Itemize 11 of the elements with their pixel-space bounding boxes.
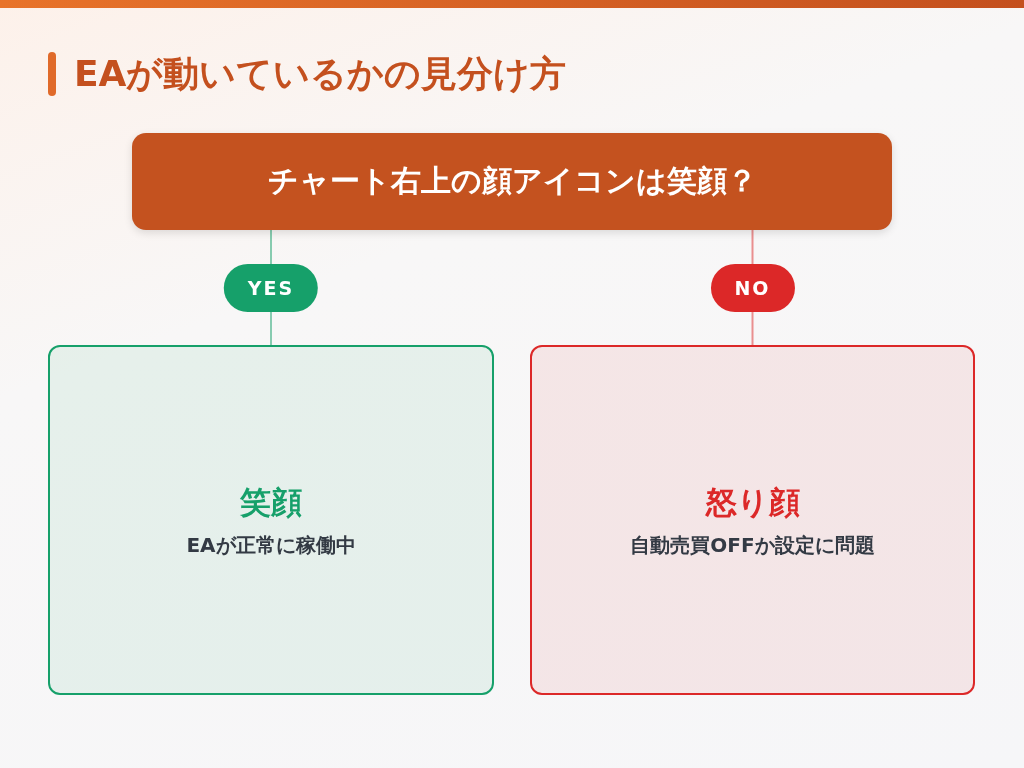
result-box — [530, 345, 975, 695]
result-heading: 怒り顔 — [705, 482, 800, 522]
result-box — [48, 345, 494, 695]
title: EAが動いているかの見分け方 — [74, 52, 567, 96]
question-text: チャート右上の顔アイコンは笑顔？ — [267, 162, 757, 200]
result-heading: 笑顔 — [240, 482, 302, 522]
result-description: 自動売買OFFか設定に問題 — [630, 531, 875, 559]
question-box — [132, 133, 892, 230]
result-description: EAが正常に稼働中 — [186, 531, 356, 559]
edge-label: NO — [710, 263, 795, 312]
edge-label: YES — [223, 263, 319, 312]
